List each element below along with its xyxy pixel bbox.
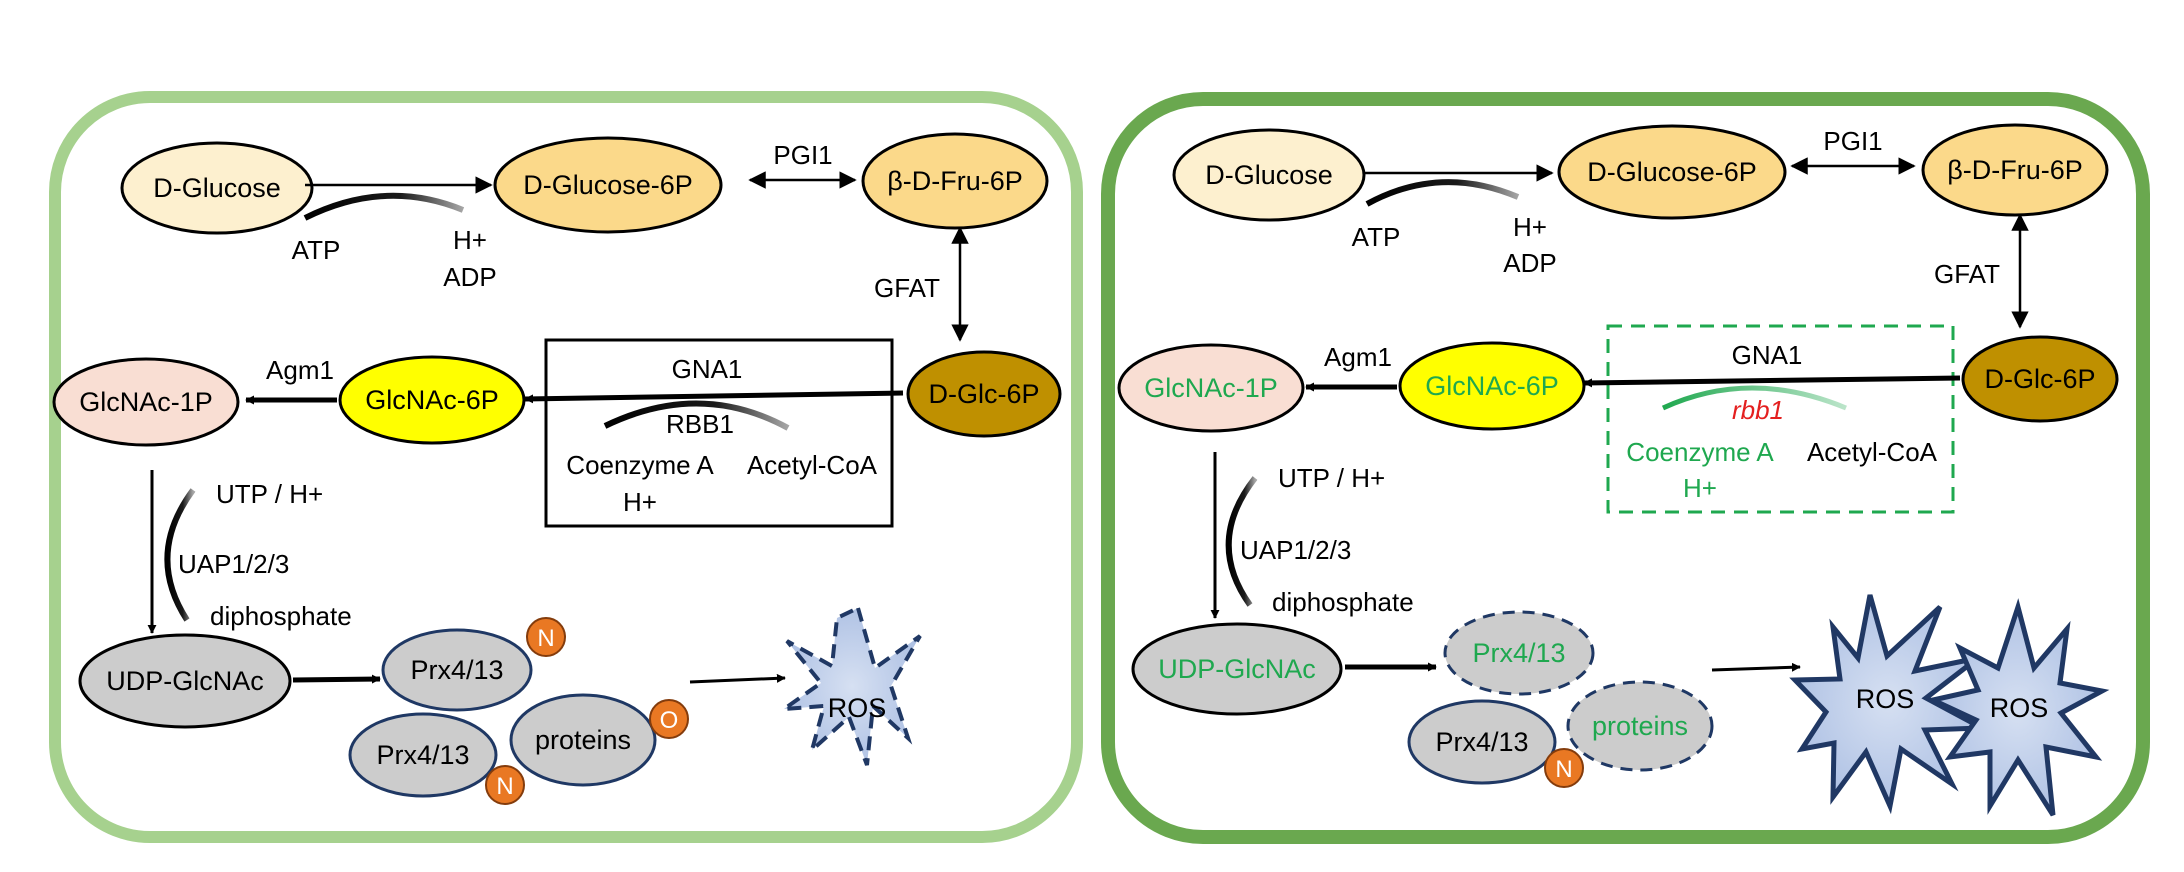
n-badge-bottom bbox=[485, 765, 525, 805]
r-uap-label: UAP1/2/3 bbox=[1240, 535, 1351, 565]
left-panel-border bbox=[49, 91, 1083, 843]
n-badge-top bbox=[526, 617, 566, 657]
r-diphosphate-label: diphosphate bbox=[1272, 587, 1414, 617]
r-ros-burst-1 bbox=[1789, 594, 1992, 815]
r-glcnac-6p-node bbox=[1398, 341, 1586, 431]
proteins-label: proteins bbox=[535, 725, 631, 755]
d-glucose-6p-node bbox=[493, 136, 723, 234]
h-plus-label: H+ bbox=[453, 225, 487, 255]
proteins-node bbox=[509, 693, 657, 787]
r-atp-adp-arc bbox=[1365, 179, 1520, 207]
o-badge bbox=[649, 699, 689, 739]
r-gna1-arrow bbox=[1583, 375, 1961, 388]
adp-label: ADP bbox=[443, 262, 496, 292]
r-prx-bottom-label: Prx4/13 bbox=[1435, 727, 1528, 757]
glcnac-1p-node bbox=[52, 357, 240, 447]
r-h-plus-label: H+ bbox=[1513, 212, 1547, 242]
r-adp-label: ADP bbox=[1503, 248, 1556, 278]
r-coenzyme-a-label: Coenzyme A bbox=[1626, 437, 1774, 467]
pgi1-label: PGI1 bbox=[773, 140, 832, 170]
prx-bottom-label: Prx4/13 bbox=[376, 740, 469, 770]
r-udp-glcnac-node bbox=[1131, 622, 1343, 716]
proteins-to-ros-arrow bbox=[689, 673, 786, 684]
glcnac-6p-label: GlcNAc-6P bbox=[365, 385, 499, 415]
r-proteins-to-ros-arrow bbox=[1711, 662, 1801, 672]
r-rbb1-arc bbox=[1661, 385, 1847, 411]
n-badge-bottom-label: N bbox=[496, 773, 513, 800]
udp-to-prx-arrow bbox=[292, 674, 381, 684]
atp-adp-arc bbox=[303, 192, 465, 221]
r-b-d-fru-6p-label: β-D-Fru-6P bbox=[1947, 155, 2083, 185]
glcnac-1p-label: GlcNAc-1P bbox=[79, 387, 213, 417]
d-glucose-6p-label: D-Glucose-6P bbox=[523, 170, 693, 200]
rbb1-label: RBB1 bbox=[666, 409, 734, 439]
d-glc-6p-label: D-Glc-6P bbox=[928, 379, 1039, 409]
r-d-glucose-6p-node bbox=[1557, 124, 1787, 220]
r-agm1-label: Agm1 bbox=[1324, 342, 1392, 372]
r-ros-2-label: ROS bbox=[1990, 693, 2049, 723]
d-glc-6p-node bbox=[906, 350, 1062, 438]
diphosphate-label: diphosphate bbox=[210, 601, 352, 631]
r-glcnac-1p-label: GlcNAc-1P bbox=[1144, 373, 1278, 403]
h-plus-2-label: H+ bbox=[623, 487, 657, 517]
r-d-glucose-label: D-Glucose bbox=[1205, 160, 1333, 190]
coenzyme-a-label: Coenzyme A bbox=[566, 450, 714, 480]
r-d-glc-6p-label: D-Glc-6P bbox=[1984, 364, 2095, 394]
uap-label: UAP1/2/3 bbox=[178, 549, 289, 579]
udp-glcnac-node bbox=[78, 633, 292, 729]
r-h-plus-2-label: H+ bbox=[1683, 473, 1717, 503]
glcnac-6p-node bbox=[338, 355, 526, 445]
r-n-badge bbox=[1544, 748, 1584, 788]
d-glucose-node bbox=[120, 141, 314, 235]
b-d-fru-6p-label: β-D-Fru-6P bbox=[887, 166, 1023, 196]
r-prx-dashed-label: Prx4/13 bbox=[1472, 638, 1565, 668]
right-panel-border bbox=[1101, 92, 2150, 844]
r-ros-1-label: ROS bbox=[1856, 684, 1915, 714]
acetyl-coa-label: Acetyl-CoA bbox=[747, 450, 878, 480]
r-utp-h-label: UTP / H+ bbox=[1278, 463, 1385, 493]
ros-burst bbox=[776, 605, 922, 766]
uap-arc bbox=[164, 488, 196, 622]
ros-label: ROS bbox=[828, 693, 887, 723]
udp-glcnac-label: UDP-GlcNAc bbox=[106, 666, 264, 696]
r-proteins-node bbox=[1566, 680, 1714, 772]
atp-label: ATP bbox=[292, 235, 341, 265]
r-gfat-label: GFAT bbox=[1934, 259, 2000, 289]
n-badge-top-label: N bbox=[537, 625, 554, 652]
r-prx-dashed-node bbox=[1443, 610, 1595, 696]
r-d-glc-6p-node bbox=[1961, 335, 2119, 423]
gna1-arrow bbox=[524, 390, 904, 404]
gna1-label: GNA1 bbox=[672, 354, 743, 384]
r-uap-arc bbox=[1225, 476, 1258, 607]
gfat-label: GFAT bbox=[874, 273, 940, 303]
o-badge-label: O bbox=[660, 707, 679, 734]
r-n-badge-label: N bbox=[1555, 756, 1572, 783]
r-ros-burst-2 bbox=[1925, 598, 2110, 817]
r-udp-glcnac-label: UDP-GlcNAc bbox=[1158, 654, 1316, 684]
r-glcnac-1p-node bbox=[1117, 343, 1305, 433]
r-d-glucose-6p-label: D-Glucose-6P bbox=[1587, 157, 1757, 187]
r-prx-bottom-node bbox=[1407, 699, 1557, 785]
right-panel: D-Glucose D-Glucose-6P β-D-Fru-6P ATP H+… bbox=[1101, 92, 2150, 844]
prx-top-node bbox=[381, 628, 533, 712]
agm1-label: Agm1 bbox=[266, 355, 334, 385]
r-glcnac-6p-label: GlcNAc-6P bbox=[1425, 371, 1559, 401]
prx-bottom-node bbox=[348, 712, 498, 798]
r-atp-label: ATP bbox=[1352, 222, 1401, 252]
gna1-reaction-box bbox=[544, 338, 894, 528]
prx-top-label: Prx4/13 bbox=[410, 655, 503, 685]
r-acetyl-coa-label: Acetyl-CoA bbox=[1807, 437, 1938, 467]
r-proteins-label: proteins bbox=[1592, 711, 1688, 741]
d-glucose-label: D-Glucose bbox=[153, 173, 281, 203]
r-gna1-label: GNA1 bbox=[1732, 340, 1803, 370]
r-gna1-reaction-box bbox=[1606, 324, 1955, 514]
r-d-glucose-node bbox=[1172, 128, 1366, 222]
rbb1-arc bbox=[603, 400, 790, 431]
utp-h-label: UTP / H+ bbox=[216, 479, 323, 509]
r-pgi1-label: PGI1 bbox=[1823, 126, 1882, 156]
left-panel: D-Glucose D-Glucose-6P β-D-Fru-6P ATP H+… bbox=[49, 91, 1083, 843]
r-rbb1-label: rbb1 bbox=[1732, 395, 1784, 425]
